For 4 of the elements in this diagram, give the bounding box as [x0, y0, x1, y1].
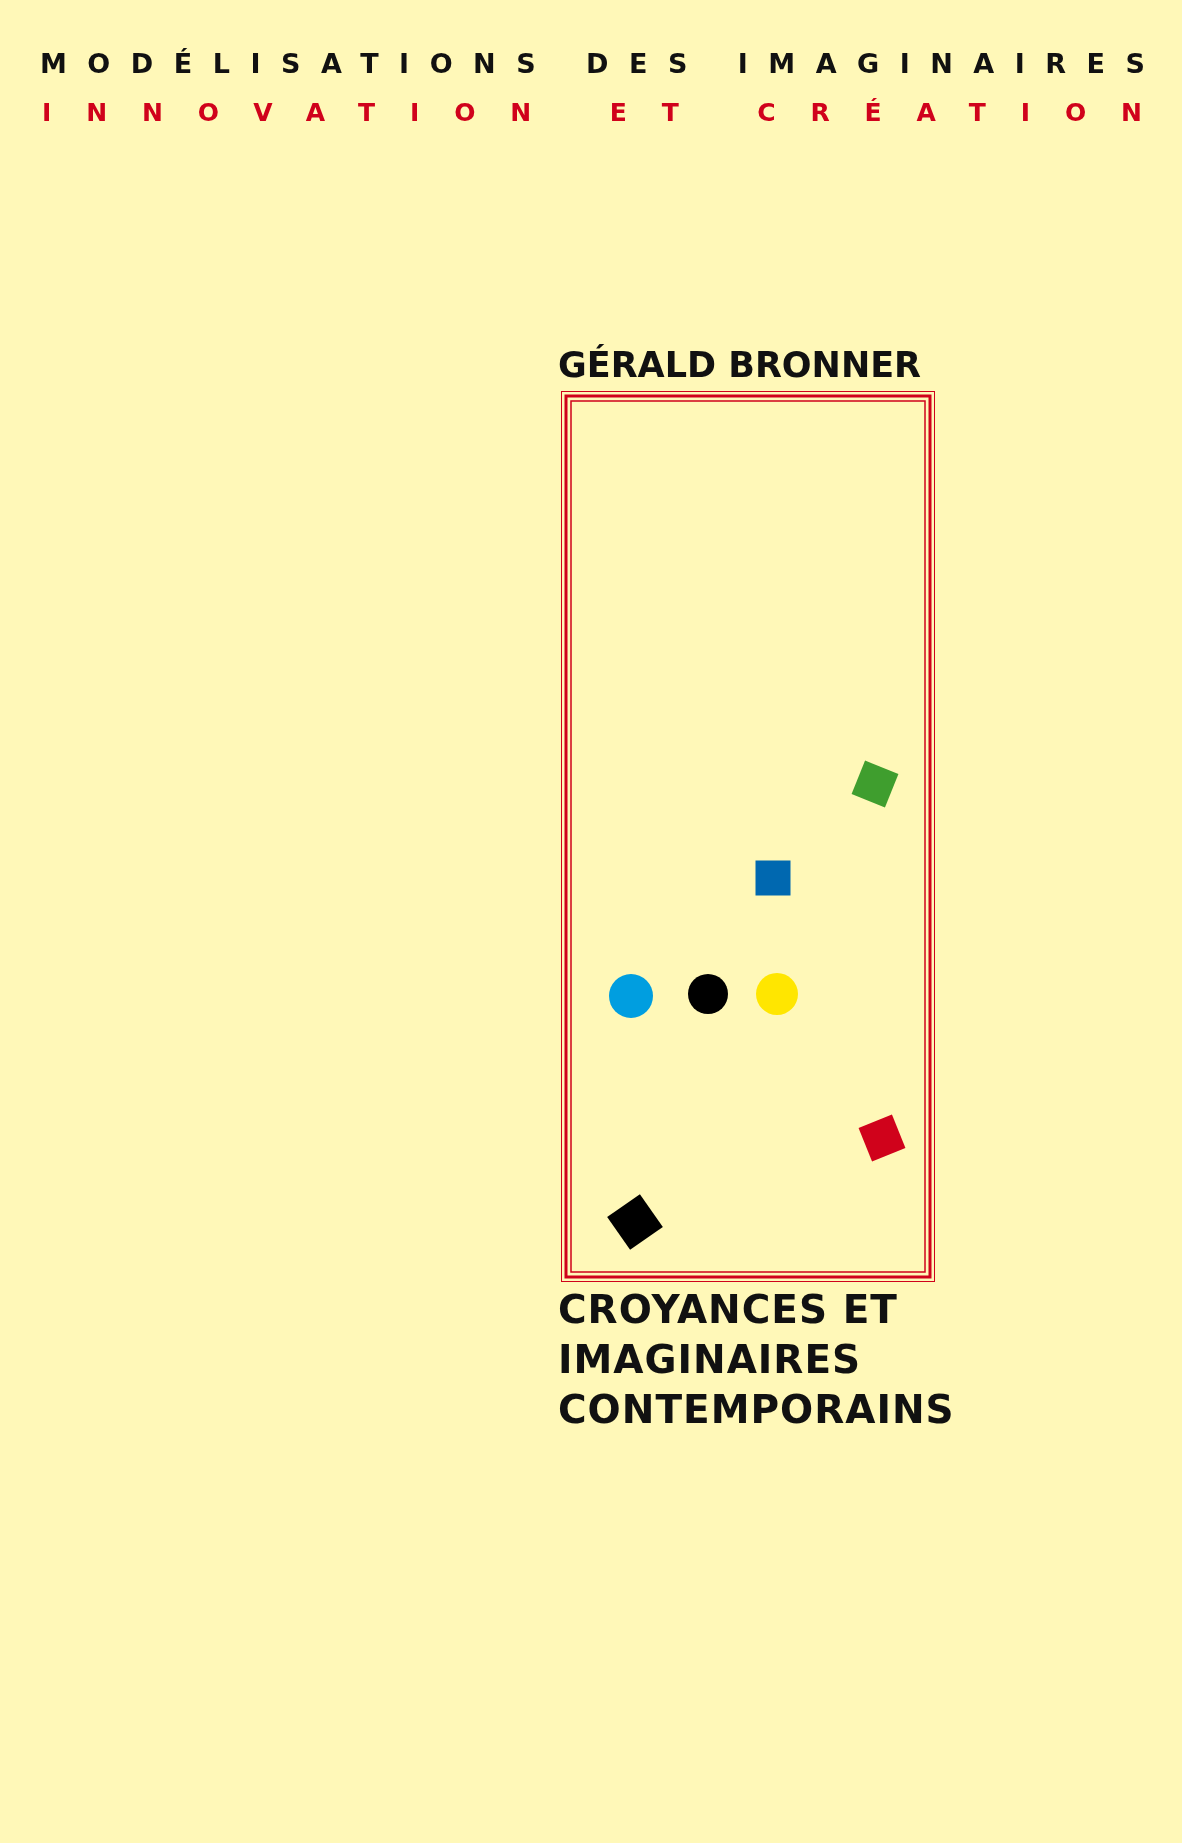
- book-title: CROYANCES ET IMAGINAIRES CONTEMPORAINS: [558, 1286, 956, 1434]
- series-subtitle: INNOVATION ET CRÉATION: [42, 98, 1142, 127]
- series-title: MODÉLISATIONS DES IMAGINAIRES: [40, 48, 1145, 79]
- author-name: GÉRALD BRONNER: [558, 345, 922, 385]
